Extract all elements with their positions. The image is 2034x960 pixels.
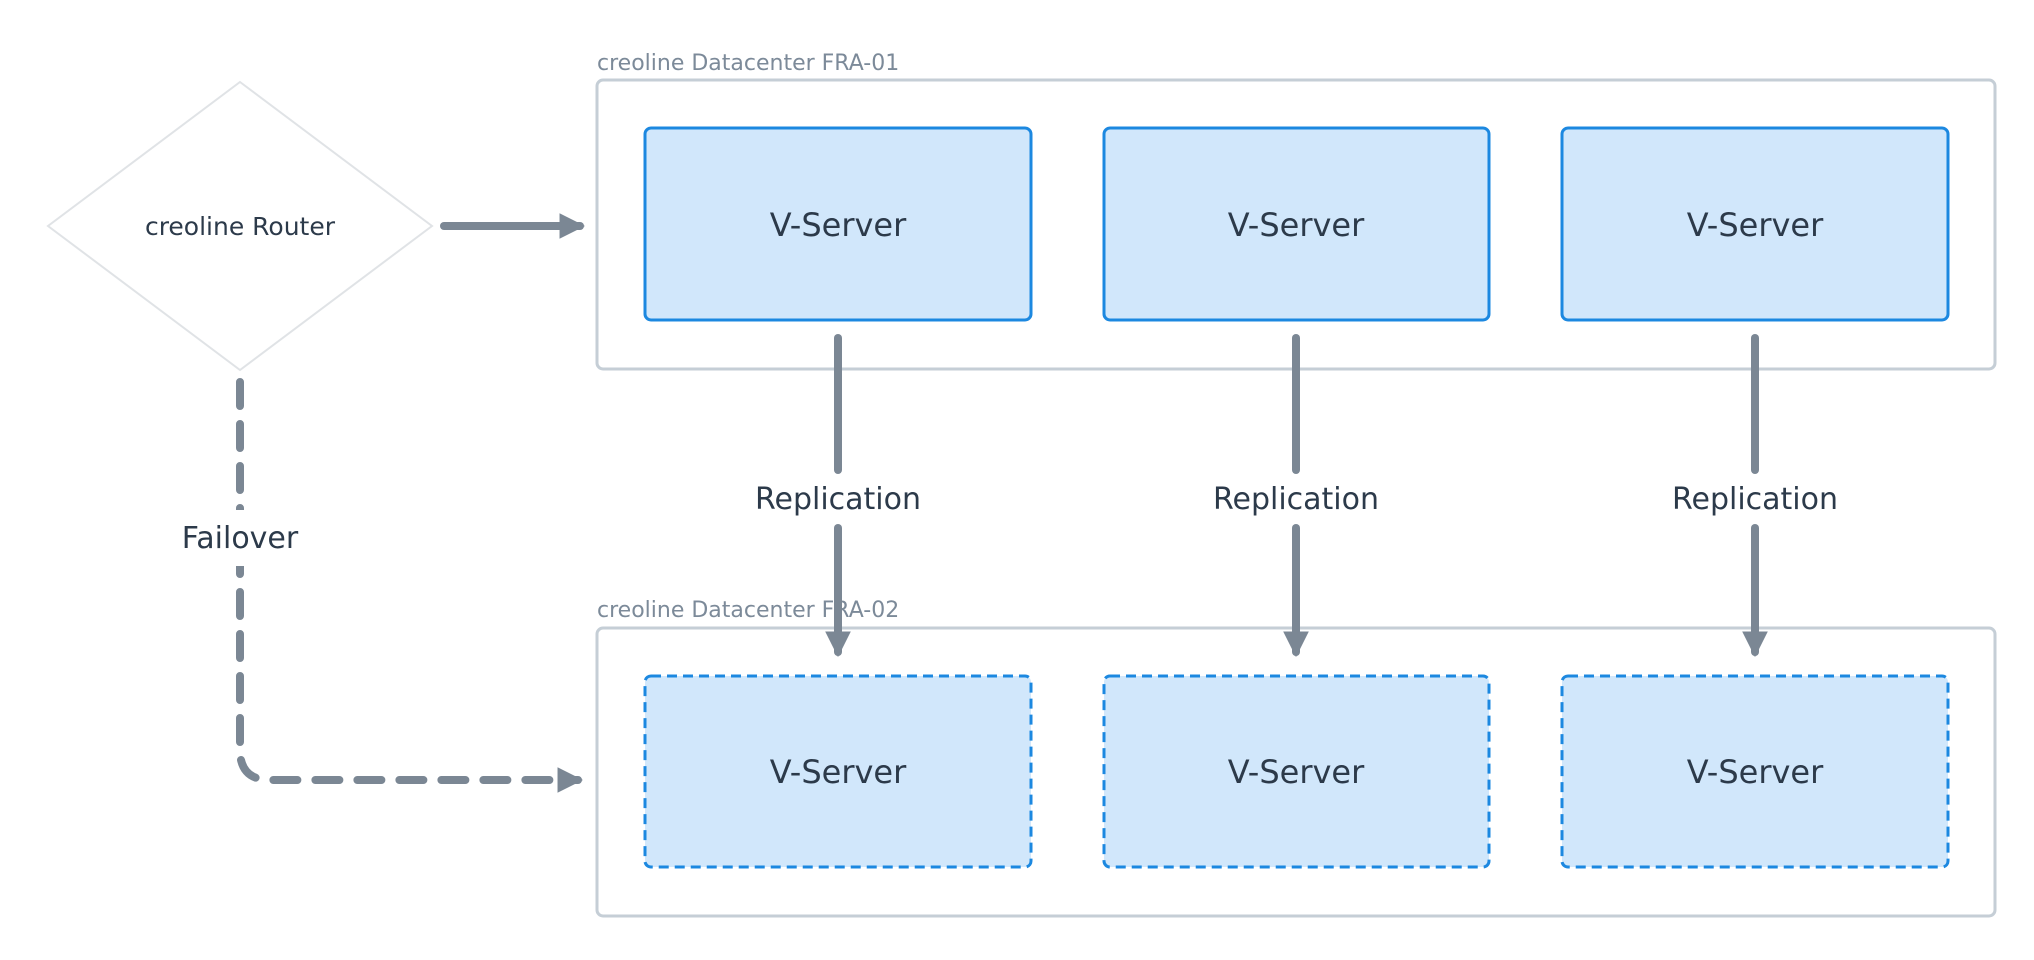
replication-edge: Replication — [755, 334, 921, 658]
server-label: V-Server — [770, 753, 907, 791]
router-diamond — [46, 80, 434, 372]
replication-label: Replication — [755, 482, 921, 517]
replication-edge: Replication — [1672, 334, 1838, 658]
server-label: V-Server — [1687, 206, 1824, 244]
replication-label: Replication — [1672, 482, 1838, 517]
server-node[interactable]: V-Server — [1560, 126, 1950, 322]
server-label: V-Server — [1687, 753, 1824, 791]
server-node[interactable]: V-Server — [1102, 126, 1491, 322]
server-node[interactable]: V-Server — [643, 126, 1033, 322]
server-label: V-Server — [1228, 753, 1365, 791]
router-node[interactable]: creoline Router — [46, 80, 434, 372]
router-label: creoline Router — [145, 212, 336, 241]
server-box — [1560, 126, 1950, 322]
datacenter-title: creoline Datacenter FRA-02 — [597, 598, 899, 623]
server-label: V-Server — [1228, 206, 1365, 244]
server-node[interactable]: V-Server — [1560, 674, 1950, 869]
failover-label: Failover — [182, 521, 299, 556]
server-box — [643, 674, 1033, 869]
failover-arrow — [236, 378, 584, 793]
failover-label-bg — [165, 510, 315, 566]
server-box — [1102, 674, 1491, 869]
server-node[interactable]: V-Server — [1102, 674, 1491, 869]
server-box — [1560, 674, 1950, 869]
server-label: V-Server — [770, 206, 907, 244]
server-box — [1102, 126, 1491, 322]
replication-edge: Replication — [1213, 334, 1379, 658]
server-node[interactable]: V-Server — [643, 674, 1033, 869]
datacenter-title: creoline Datacenter FRA-01 — [597, 51, 899, 76]
replication-label: Replication — [1213, 482, 1379, 517]
server-box — [643, 126, 1033, 322]
